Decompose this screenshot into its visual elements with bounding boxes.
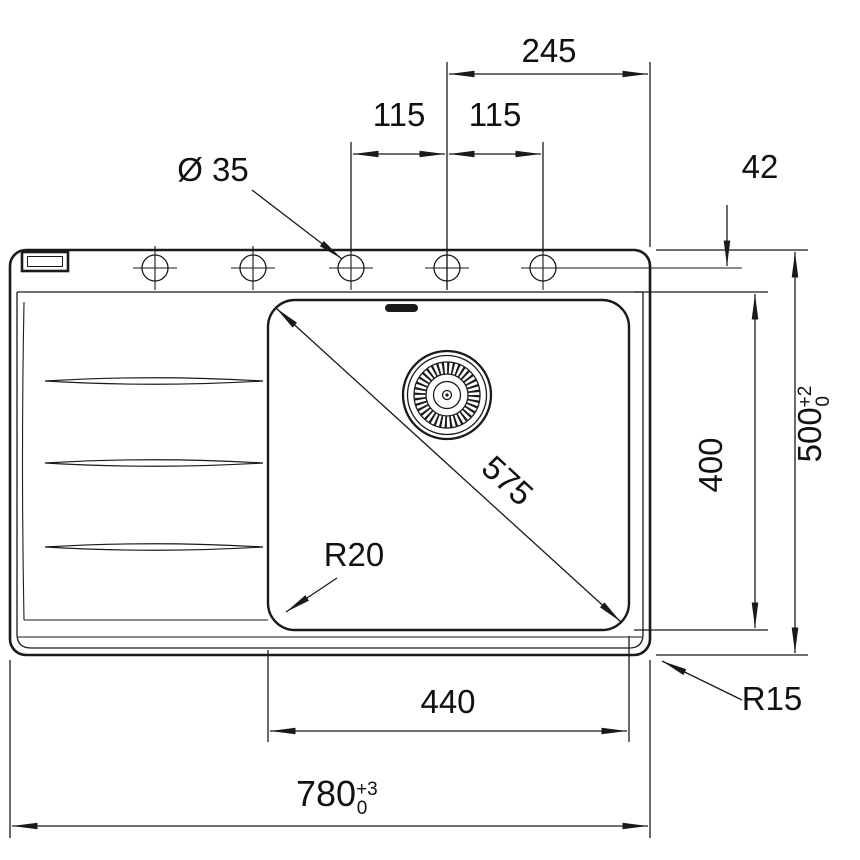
r15-label: R15 bbox=[742, 680, 803, 717]
r20-label: R20 bbox=[324, 536, 385, 573]
dim-115-pair: 115 115 bbox=[350, 96, 544, 252]
hole-circle bbox=[239, 254, 267, 282]
dim-42: 42 bbox=[723, 148, 779, 266]
leader-line bbox=[251, 189, 343, 260]
groove-1 bbox=[44, 377, 264, 385]
leader-line bbox=[661, 660, 743, 701]
sink-inner-rim bbox=[16, 292, 644, 649]
dim-440-label: 440 bbox=[420, 683, 475, 720]
dim-400-label: 400 bbox=[692, 437, 729, 492]
hole-circle bbox=[529, 254, 557, 282]
leader-line bbox=[285, 577, 338, 613]
dim-115-left-label: 115 bbox=[373, 96, 426, 133]
dim-42-label: 42 bbox=[742, 148, 779, 185]
dim-500: 500+20 bbox=[791, 252, 834, 653]
groove-2 bbox=[44, 459, 264, 467]
logo-box bbox=[20, 250, 70, 273]
dim-115-right-label: 115 bbox=[469, 96, 522, 133]
dim-440: 440 bbox=[267, 636, 630, 742]
dim-400: 400 bbox=[692, 294, 759, 628]
dim-245-label: 245 bbox=[521, 32, 576, 69]
dim-245: 245 bbox=[446, 32, 651, 290]
drain-center-dot bbox=[445, 393, 449, 397]
dim-500-label: 500+20 bbox=[791, 386, 834, 463]
hole-diameter-label: Ø 35 bbox=[177, 151, 249, 188]
drainboard-grooves bbox=[44, 377, 264, 551]
extension-lines-right bbox=[565, 249, 808, 656]
tap-hole-3 bbox=[329, 246, 373, 290]
hole-circle bbox=[141, 254, 169, 282]
tap-hole-1 bbox=[133, 246, 177, 290]
hole-circle bbox=[337, 254, 365, 282]
dim-r15: R15 bbox=[661, 660, 803, 717]
groove-3 bbox=[44, 543, 264, 551]
logo-box-inner bbox=[27, 256, 63, 267]
tap-hole-5 bbox=[521, 246, 565, 290]
dim-hole-diameter: Ø 35 bbox=[177, 151, 343, 260]
tap-hole-2 bbox=[231, 246, 275, 290]
diagonal-dimension-line bbox=[275, 307, 622, 623]
dim-r20: R20 bbox=[285, 536, 385, 613]
overflow-slot bbox=[385, 304, 418, 312]
drainboard-left-edge bbox=[21, 301, 25, 621]
